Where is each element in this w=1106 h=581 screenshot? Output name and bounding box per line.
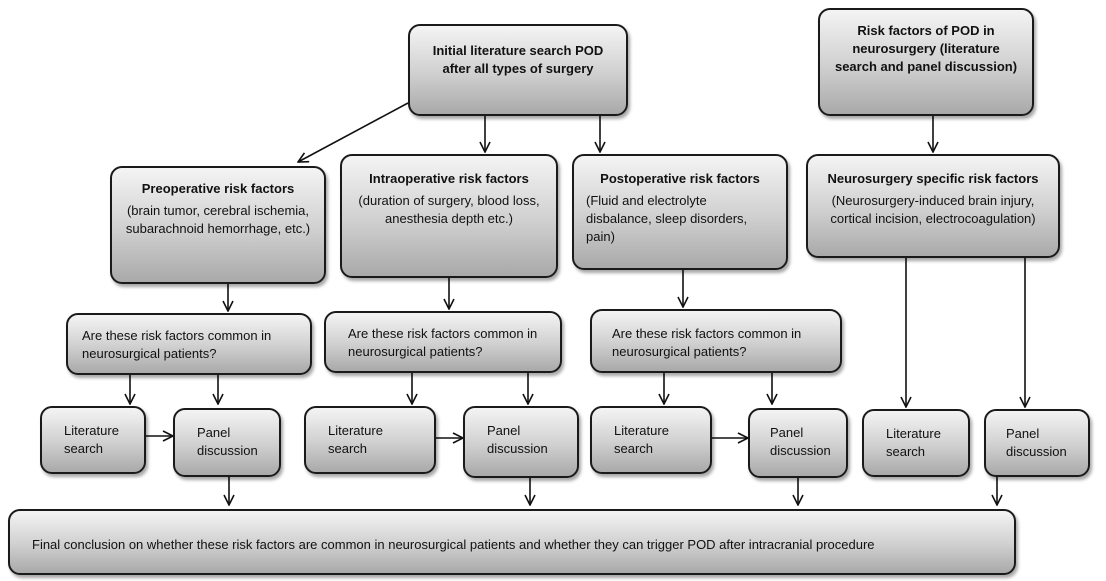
panel-discussion-box-2: Panel discussion xyxy=(463,406,579,478)
neurosurgery-specific-box: Neurosurgery specific risk factors (Neur… xyxy=(806,154,1060,258)
panel-discussion-box-1: Panel discussion xyxy=(173,408,281,477)
panel-discussion-text: Panel discussion xyxy=(197,425,258,458)
literature-search-text: Literature search xyxy=(614,423,669,456)
preoperative-title: Preoperative risk factors xyxy=(141,181,295,196)
initial-search-text: Initial literature search POD after all … xyxy=(432,43,604,76)
panel-discussion-text: Panel discussion xyxy=(487,423,548,456)
literature-search-text: Literature search xyxy=(64,423,119,456)
postoperative-title: Postoperative risk factors xyxy=(600,171,760,186)
question-box-pre: Are these risk factors common in neurosu… xyxy=(66,313,312,375)
preoperative-box: Preoperative risk factors (brain tumor, … xyxy=(110,166,326,284)
neuro-search-box: Risk factors of POD in neurosurgery (lit… xyxy=(818,8,1034,116)
postoperative-box: Postoperative risk factors (Fluid and el… xyxy=(572,154,788,270)
intraoperative-title: Intraoperative risk factors xyxy=(369,171,529,186)
literature-search-text: Literature search xyxy=(328,423,383,456)
postoperative-body: (Fluid and electrolyte disbalance, sleep… xyxy=(586,193,748,244)
literature-search-box-4: Literature search xyxy=(862,409,970,477)
neuro-search-text: Risk factors of POD in neurosurgery (lit… xyxy=(834,23,1018,74)
panel-discussion-text: Panel discussion xyxy=(770,425,831,458)
arrow-initial-to-pre xyxy=(298,102,409,162)
literature-search-box-3: Literature search xyxy=(590,406,712,474)
initial-search-box: Initial literature search POD after all … xyxy=(408,24,628,116)
literature-search-box-1: Literature search xyxy=(40,406,146,474)
question-text: Are these risk factors common in neurosu… xyxy=(348,326,538,359)
intraoperative-box: Intraoperative risk factors (duration of… xyxy=(340,154,558,278)
panel-discussion-box-4: Panel discussion xyxy=(984,409,1090,477)
panel-discussion-text: Panel discussion xyxy=(1006,426,1067,459)
question-text: Are these risk factors common in neurosu… xyxy=(82,328,272,361)
question-text: Are these risk factors common in neurosu… xyxy=(612,326,802,359)
question-box-post: Are these risk factors common in neurosu… xyxy=(590,309,842,373)
intraoperative-body: (duration of surgery, blood loss, anesth… xyxy=(358,193,540,226)
neurosurgery-specific-body: (Neurosurgery-induced brain injury, cort… xyxy=(830,193,1036,226)
literature-search-text: Literature search xyxy=(886,426,941,459)
neurosurgery-specific-title: Neurosurgery specific risk factors xyxy=(827,171,1039,186)
panel-discussion-box-3: Panel discussion xyxy=(748,408,848,478)
question-box-intra: Are these risk factors common in neurosu… xyxy=(324,311,562,373)
final-conclusion-box: Final conclusion on whether these risk f… xyxy=(8,509,1016,575)
preoperative-body: (brain tumor, cerebral ischemia, subarac… xyxy=(125,203,311,236)
literature-search-box-2: Literature search xyxy=(304,406,436,474)
final-conclusion-text: Final conclusion on whether these risk f… xyxy=(32,537,875,552)
